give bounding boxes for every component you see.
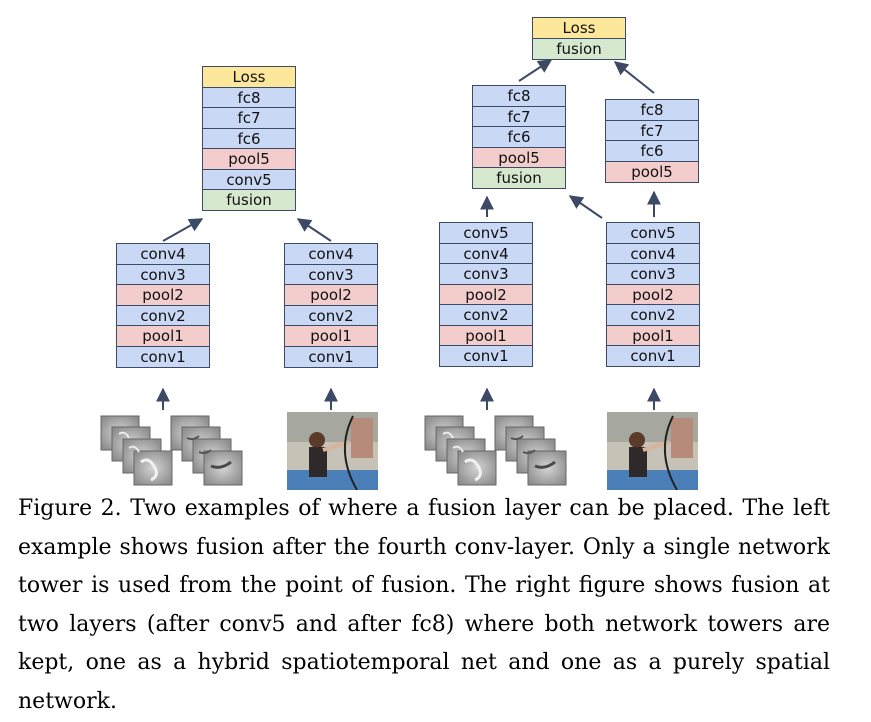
- layer-pool2: pool2: [116, 284, 210, 306]
- right-top-block: Loss fusion: [532, 17, 626, 60]
- layer-conv4: conv4: [439, 242, 533, 265]
- layer-conv2: conv2: [284, 304, 378, 327]
- layer-conv1: conv1: [606, 345, 700, 367]
- right-hybrid-tower-top: fc8 fc7 fc6 pool5 fusion: [472, 85, 566, 189]
- fusion-diagram: Loss fc8 fc7 fc6 pool5 conv5 fusion conv…: [100, 17, 700, 490]
- right-tower-a: conv5 conv4 conv3 pool2 conv2 pool1 conv…: [439, 222, 533, 367]
- layer-conv5: conv5: [606, 222, 700, 244]
- layer-conv1: conv1: [439, 345, 533, 367]
- layer-fc7: fc7: [472, 105, 566, 128]
- layer-pool2: pool2: [606, 283, 700, 306]
- flow-frames-left: [100, 415, 243, 486]
- arrow: [296, 218, 332, 242]
- arrow: [613, 61, 655, 94]
- arrows-layer: [156, 59, 661, 410]
- right-tower-b: conv5 conv4 conv3 pool2 conv2 pool1 conv…: [606, 222, 700, 367]
- layer-loss: Loss: [532, 17, 626, 39]
- flow-frame: [170, 415, 243, 486]
- flow-frame: [424, 415, 497, 486]
- layer-fusion: fusion: [472, 167, 566, 189]
- layer-conv1: conv1: [116, 345, 210, 368]
- left-fused-tower: Loss fc8 fc7 fc6 pool5 conv5 fusion: [202, 66, 296, 211]
- layer-conv2: conv2: [606, 304, 700, 326]
- layer-conv3: conv3: [284, 263, 378, 286]
- layer-fc7: fc7: [605, 119, 699, 142]
- layer-fusion: fusion: [202, 189, 296, 211]
- right-spatial-tower-top: fc8 fc7 fc6 pool5: [605, 99, 699, 183]
- figure-caption: Figure 2. Two examples of where a fusion…: [18, 496, 830, 714]
- flow-frame: [100, 415, 173, 486]
- layer-pool1: pool1: [116, 325, 210, 347]
- layer-pool5: pool5: [472, 146, 566, 169]
- flow-frames-right: [424, 415, 567, 486]
- layer-fc6: fc6: [472, 126, 566, 148]
- layer-fc8: fc8: [202, 86, 296, 109]
- layer-pool5: pool5: [202, 148, 296, 170]
- left-tower-a: conv4 conv3 pool2 conv2 pool1 conv1: [116, 243, 210, 368]
- arrow: [568, 195, 603, 219]
- layer-fc8: fc8: [472, 85, 566, 107]
- layer-pool1: pool1: [606, 324, 700, 347]
- layer-conv2: conv2: [439, 304, 533, 326]
- layer-conv1: conv1: [284, 345, 378, 368]
- layer-pool1: pool1: [284, 325, 378, 347]
- layer-fc8: fc8: [605, 99, 699, 121]
- left-tower-b: conv4 conv3 pool2 conv2 pool1 conv1: [284, 243, 378, 368]
- arrow: [518, 59, 553, 82]
- layer-conv2: conv2: [116, 304, 210, 327]
- layer-fusion: fusion: [532, 37, 626, 60]
- archer-image-left: [287, 412, 378, 490]
- layer-fc7: fc7: [202, 107, 296, 129]
- layer-conv4: conv4: [606, 242, 700, 265]
- layer-conv3: conv3: [606, 263, 700, 285]
- layer-loss: Loss: [202, 66, 296, 88]
- flow-frame: [494, 415, 567, 486]
- layer-pool5: pool5: [605, 160, 699, 183]
- layer-conv5: conv5: [439, 222, 533, 244]
- layer-pool1: pool1: [439, 324, 533, 347]
- layer-pool2: pool2: [284, 284, 378, 306]
- arrow: [162, 218, 204, 242]
- layer-pool2: pool2: [439, 283, 533, 306]
- layer-conv3: conv3: [439, 263, 533, 285]
- layer-conv4: conv4: [116, 243, 210, 265]
- layer-conv4: conv4: [284, 243, 378, 265]
- layer-conv5: conv5: [202, 168, 296, 191]
- layer-fc6: fc6: [605, 140, 699, 162]
- archer-image-right: [607, 412, 698, 490]
- layer-conv3: conv3: [116, 263, 210, 286]
- layer-fc6: fc6: [202, 127, 296, 150]
